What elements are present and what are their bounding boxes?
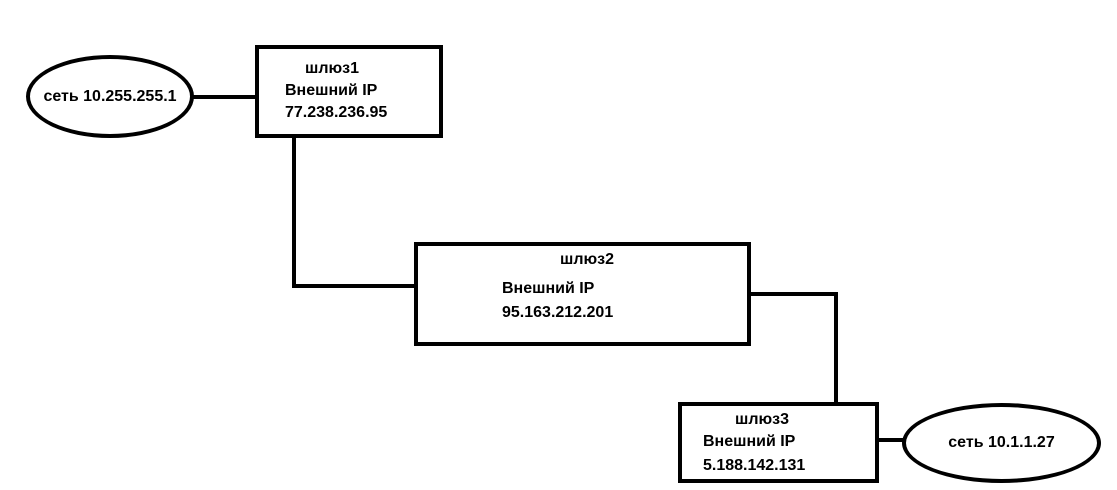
gateway3-box: шлюз3 Внешний IP 5.188.142.131 [678, 402, 879, 483]
network-left-ellipse: сеть 10.255.255.1 [26, 55, 194, 138]
gateway1-ip: 77.238.236.95 [285, 104, 388, 121]
gateway2-box: шлюз2 Внешний IP 95.163.212.201 [414, 242, 751, 346]
gateway1-box: шлюз1 Внешний IP 77.238.236.95 [255, 45, 443, 138]
gateway2-name: шлюз2 [560, 251, 615, 268]
link-gateway1-gateway2 [292, 137, 416, 288]
link-gateway2-gateway3 [748, 292, 838, 404]
network-left-label: сеть 10.255.255.1 [43, 87, 177, 105]
gateway1-ip-label: Внешний IP [285, 82, 378, 99]
network-right-ellipse: сеть 10.1.1.27 [902, 403, 1101, 483]
gateway2-ip: 95.163.212.201 [502, 304, 614, 321]
gateway3-ip-label: Внешний IP [703, 433, 796, 450]
gateway3-name: шлюз3 [735, 411, 790, 428]
gateway1-name: шлюз1 [305, 60, 360, 77]
gateway3-ip: 5.188.142.131 [703, 457, 806, 474]
network-right-label: сеть 10.1.1.27 [948, 434, 1055, 451]
gateway2-ip-label: Внешний IP [502, 280, 595, 297]
